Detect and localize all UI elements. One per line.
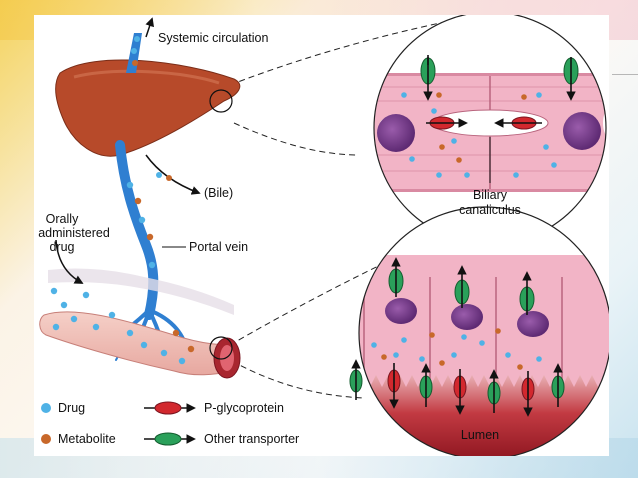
- pgp-apical-2: [453, 369, 467, 415]
- orally-label-line1: Orally: [46, 212, 79, 226]
- diagram-svg: Systemic circulation (Bile) Orally admin…: [38, 15, 609, 456]
- other-transporter-top-right: [563, 57, 579, 101]
- legend-metabolite-label: Metabolite: [58, 432, 116, 446]
- enterocyte-zoom: [349, 206, 609, 456]
- legend-other-label: Other transporter: [204, 432, 299, 446]
- oral-arrow: [55, 239, 84, 284]
- other-transporter-basolateral-2: [454, 265, 470, 308]
- other-transporter-apical-3: [487, 369, 501, 413]
- liver: [55, 59, 241, 157]
- biliary-label-line1: Biliary: [473, 188, 508, 202]
- hepatocyte-zoom: [373, 15, 607, 245]
- systemic-circulation-label: Systemic circulation: [158, 31, 268, 45]
- other-transporter-apical-1: [349, 359, 363, 400]
- legend: Drug Metabolite P-glycoprotein Other tra…: [41, 401, 299, 446]
- portal-vein-particles: [126, 181, 156, 269]
- bile-duct: [145, 154, 201, 195]
- intestine: [39, 268, 241, 379]
- bile-label: (Bile): [204, 186, 233, 200]
- legend-other-transporter: Other transporter: [144, 432, 299, 446]
- other-transporter-basolateral-1: [388, 257, 404, 297]
- portal-vein-label: Portal vein: [189, 240, 248, 254]
- legend-pgp-label: P-glycoprotein: [204, 401, 284, 415]
- intestine-zoom-circle: [209, 336, 233, 360]
- pgp-apical-3: [521, 371, 535, 417]
- other-transporter-apical-4: [551, 363, 565, 407]
- other-transporter-apical-2: [419, 363, 433, 407]
- hepatic-vein: [126, 17, 154, 73]
- orally-label-line3: drug: [49, 240, 74, 254]
- legend-pgp: P-glycoprotein: [144, 401, 284, 415]
- other-transporter-top-left: [420, 55, 436, 101]
- slide-decoration-line: [612, 74, 638, 75]
- legend-metabolite: Metabolite: [41, 432, 116, 446]
- lumen-label: Lumen: [461, 428, 499, 442]
- pgp-canalicular-right: [494, 116, 542, 130]
- diagram-panel: Systemic circulation (Bile) Orally admin…: [34, 15, 609, 456]
- orally-label-line2: administered: [38, 226, 110, 240]
- pgp-apical-1: [387, 363, 401, 409]
- biliary-label-line2: canaliculus: [459, 203, 521, 217]
- pgp-canalicular-left: [426, 116, 468, 130]
- legend-drug-label: Drug: [58, 401, 85, 415]
- liver-zoom-circle: [209, 89, 233, 113]
- other-transporter-basolateral-3: [519, 271, 535, 315]
- legend-drug: Drug: [41, 401, 85, 415]
